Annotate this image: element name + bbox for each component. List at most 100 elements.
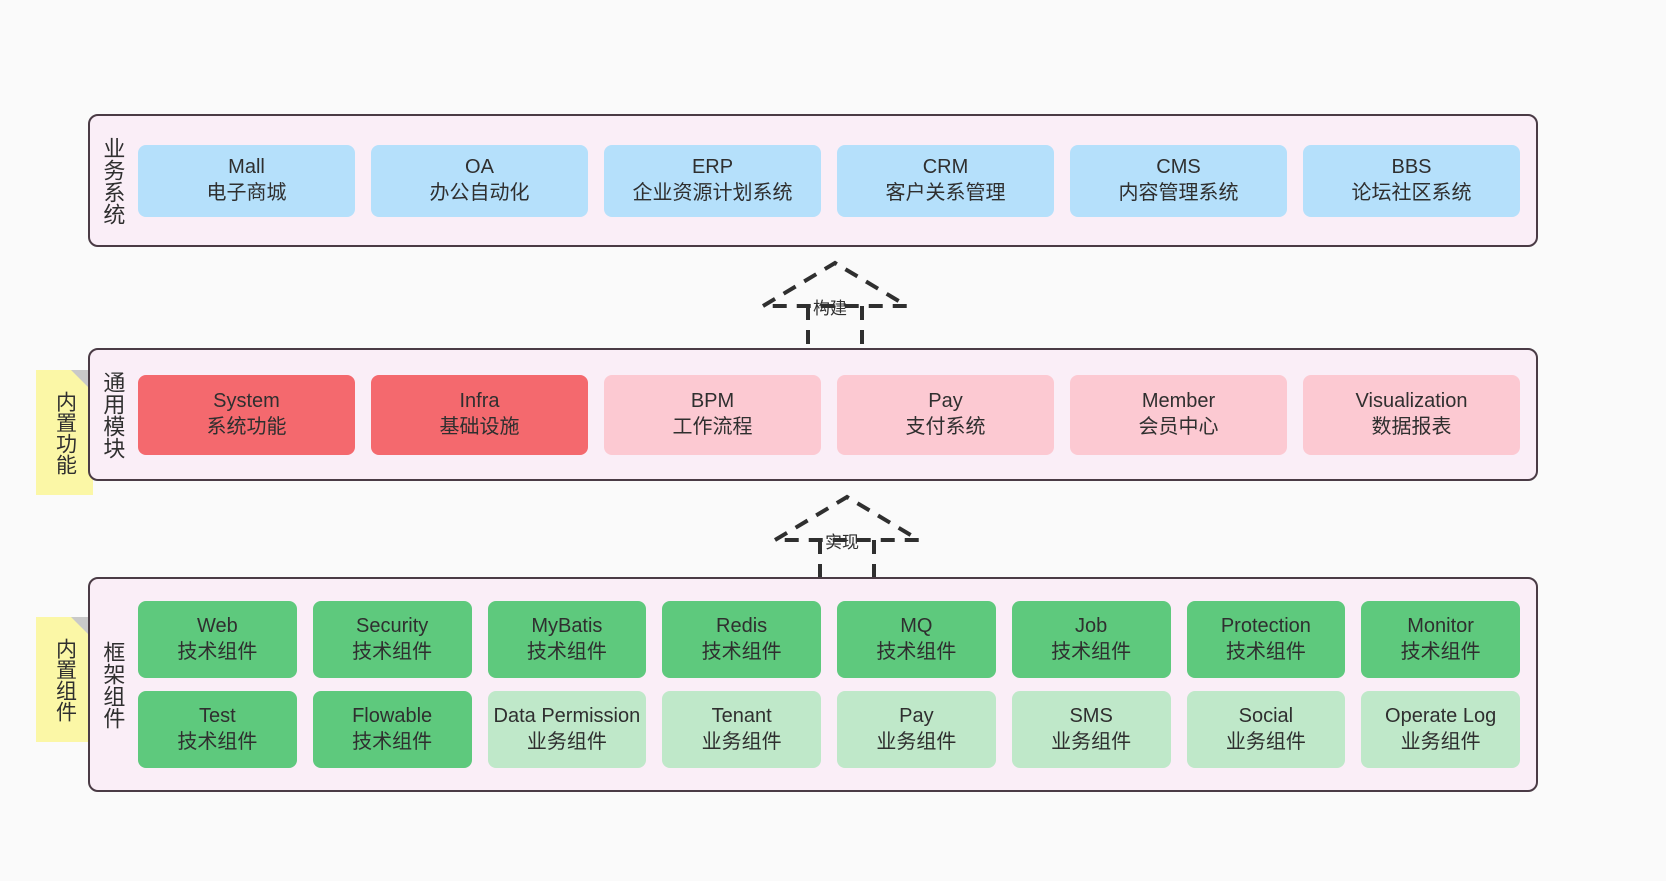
- card-title: Pay: [928, 390, 963, 413]
- card-title: OA: [465, 156, 494, 179]
- card-title: SMS: [1069, 705, 1113, 728]
- card-title: Test: [199, 705, 236, 728]
- layer-body-framework-components: Web 技术组件 Security 技术组件 MyBatis 技术组件 Redi…: [134, 579, 1536, 790]
- layer-business-systems: 业务系统 Mall 电子商城 OA 办公自动化 ERP 企业资源计划系统 CRM…: [88, 114, 1538, 247]
- card-subtitle: 业务组件: [526, 730, 607, 753]
- card-subtitle: 业务组件: [876, 730, 957, 753]
- note-fold-corner-icon: [71, 617, 93, 639]
- card-pay-business[interactable]: Pay 业务组件: [837, 691, 996, 768]
- card-bpm[interactable]: BPM 工作流程: [604, 374, 821, 455]
- card-social[interactable]: Social 业务组件: [1186, 691, 1346, 768]
- card-title: Tenant: [711, 705, 772, 728]
- card-subtitle: 技术组件: [352, 640, 433, 663]
- card-infra[interactable]: Infra 基础设施: [371, 374, 588, 455]
- card-row: Mall 电子商城 OA 办公自动化 ERP 企业资源计划系统 CRM 客户关系…: [138, 144, 1520, 217]
- card-test[interactable]: Test 技术组件: [138, 691, 297, 768]
- connector-build-label: 构建: [813, 299, 847, 318]
- card-mq[interactable]: MQ 技术组件: [837, 601, 996, 678]
- layer-title-business-systems: 业务系统: [100, 136, 126, 225]
- note-builtin-components: 内置组件: [36, 617, 93, 742]
- dashed-hollow-arrow-icon: [761, 260, 915, 348]
- card-subtitle: 办公自动化: [429, 181, 530, 204]
- card-pay[interactable]: Pay 支付系统: [837, 374, 1054, 455]
- card-bbs[interactable]: BBS 论坛社区系统: [1303, 144, 1520, 217]
- card-data-permission[interactable]: Data Permission 业务组件: [487, 691, 647, 768]
- card-title: Mall: [228, 156, 265, 179]
- card-title: BBS: [1391, 156, 1432, 179]
- card-title: Redis: [716, 615, 768, 638]
- card-title: Web: [196, 615, 238, 638]
- card-crm[interactable]: CRM 客户关系管理: [837, 144, 1054, 217]
- card-visualization[interactable]: Visualization 数据报表: [1303, 374, 1520, 455]
- card-subtitle: 会员中心: [1138, 415, 1219, 438]
- card-tenant[interactable]: Tenant 业务组件: [662, 691, 821, 768]
- card-web[interactable]: Web 技术组件: [138, 601, 297, 678]
- card-title: Monitor: [1407, 615, 1474, 638]
- card-title: MyBatis: [531, 615, 603, 638]
- layer-common-modules: 通用模块 System 系统功能 Infra 基础设施 BPM 工作流程 Pay…: [88, 348, 1538, 481]
- card-title: Data Permission: [493, 705, 641, 728]
- card-row-business: Test 技术组件 Flowable 技术组件 Data Permission …: [138, 691, 1520, 768]
- card-title: Security: [356, 615, 429, 638]
- card-sms[interactable]: SMS 业务组件: [1011, 691, 1171, 768]
- card-title: Infra: [459, 390, 500, 413]
- card-system[interactable]: System 系统功能: [138, 374, 355, 455]
- card-subtitle: 企业资源计划系统: [632, 181, 793, 204]
- card-subtitle: 业务组件: [1400, 730, 1481, 753]
- card-job[interactable]: Job 技术组件: [1011, 601, 1171, 678]
- card-oa[interactable]: OA 办公自动化: [371, 144, 588, 217]
- card-erp[interactable]: ERP 企业资源计划系统: [604, 144, 821, 217]
- card-subtitle: 业务组件: [1051, 730, 1132, 753]
- card-title: Flowable: [352, 705, 433, 728]
- card-subtitle: 技术组件: [526, 640, 607, 663]
- card-security[interactable]: Security 技术组件: [312, 601, 472, 678]
- card-cms[interactable]: CMS 内容管理系统: [1070, 144, 1287, 217]
- note-fold-corner-icon: [71, 370, 93, 392]
- card-subtitle: 业务组件: [1225, 730, 1306, 753]
- card-subtitle: 技术组件: [876, 640, 957, 663]
- card-protection[interactable]: Protection 技术组件: [1186, 601, 1346, 678]
- note-label: 内置功能: [53, 390, 77, 475]
- card-subtitle: 系统功能: [206, 415, 287, 438]
- card-title: Member: [1141, 390, 1216, 413]
- layer-framework-components: 框架组件 Web 技术组件 Security 技术组件 MyBatis 技术组件…: [88, 577, 1538, 792]
- card-title: Job: [1075, 615, 1108, 638]
- card-subtitle: 电子商城: [206, 181, 287, 204]
- card-subtitle: 技术组件: [352, 730, 433, 753]
- card-title: Pay: [899, 705, 934, 728]
- card-subtitle: 技术组件: [1051, 640, 1132, 663]
- card-subtitle: 内容管理系统: [1118, 181, 1239, 204]
- layer-body-common-modules: System 系统功能 Infra 基础设施 BPM 工作流程 Pay 支付系统…: [134, 350, 1536, 479]
- card-subtitle: 技术组件: [177, 640, 258, 663]
- card-flowable[interactable]: Flowable 技术组件: [312, 691, 472, 768]
- card-mall[interactable]: Mall 电子商城: [138, 144, 355, 217]
- card-redis[interactable]: Redis 技术组件: [662, 601, 821, 678]
- connector-implement: 实现: [772, 492, 927, 580]
- card-subtitle: 客户关系管理: [885, 181, 1006, 204]
- card-mybatis[interactable]: MyBatis 技术组件: [487, 601, 647, 678]
- note-builtin-features: 内置功能: [36, 370, 93, 495]
- layer-body-business-systems: Mall 电子商城 OA 办公自动化 ERP 企业资源计划系统 CRM 客户关系…: [134, 116, 1536, 245]
- card-subtitle: 工作流程: [672, 415, 753, 438]
- dashed-hollow-arrow-icon: [773, 494, 927, 580]
- card-title: Operate Log: [1385, 705, 1497, 728]
- card-subtitle: 论坛社区系统: [1351, 181, 1472, 204]
- card-row: System 系统功能 Infra 基础设施 BPM 工作流程 Pay 支付系统…: [138, 374, 1520, 455]
- card-subtitle: 技术组件: [1225, 640, 1306, 663]
- layer-title-framework-components: 框架组件: [100, 640, 126, 729]
- card-member[interactable]: Member 会员中心: [1070, 374, 1287, 455]
- layer-title-common-modules: 通用模块: [100, 370, 126, 459]
- connector-build: 构建: [760, 258, 915, 348]
- card-title: MQ: [900, 615, 933, 638]
- card-operate-log[interactable]: Operate Log 业务组件: [1361, 691, 1520, 768]
- card-title: CMS: [1156, 156, 1201, 179]
- card-row-tech: Web 技术组件 Security 技术组件 MyBatis 技术组件 Redi…: [138, 601, 1520, 678]
- card-title: Social: [1238, 705, 1294, 728]
- card-monitor[interactable]: Monitor 技术组件: [1361, 601, 1520, 678]
- card-title: Protection: [1220, 615, 1311, 638]
- card-subtitle: 基础设施: [439, 415, 520, 438]
- card-subtitle: 支付系统: [905, 415, 986, 438]
- card-subtitle: 技术组件: [177, 730, 258, 753]
- card-title: ERP: [691, 156, 734, 179]
